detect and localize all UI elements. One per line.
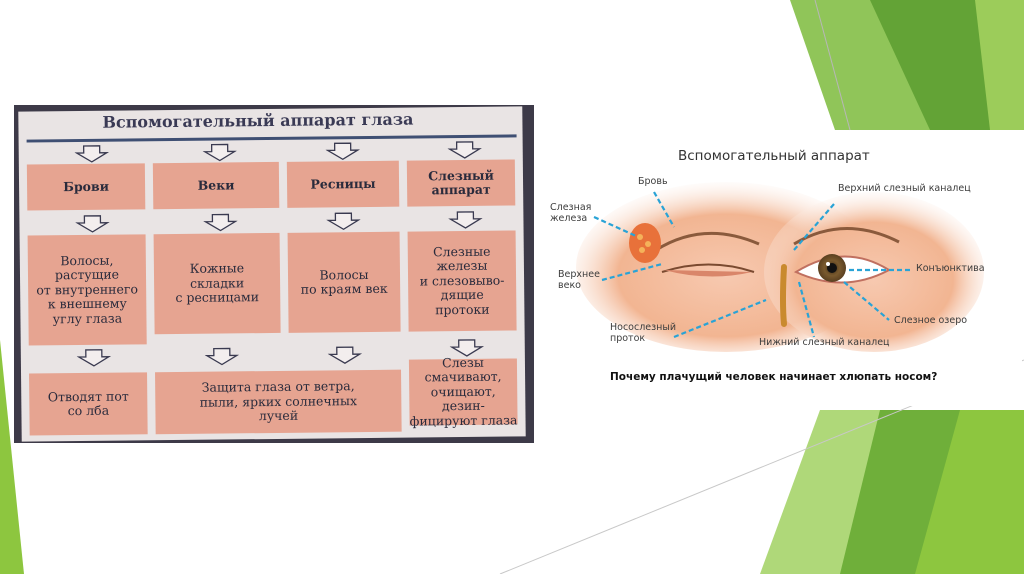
label-tear-lake: Слезное озеро xyxy=(894,315,968,326)
result-cell-lids-lashes: Защита глаза от ветра, пыли, ярких солне… xyxy=(155,369,402,435)
result-cell-lacrimal: Слезы смачивают, очищают, дезин- фицирую… xyxy=(408,354,518,429)
result-cell-brows: Отводят пот со лба xyxy=(29,372,148,436)
desc-cell-lids: Кожные складки с ресницами xyxy=(153,232,281,335)
textbook-table-photo: Вспомогательный аппарат глаза Брови Веки… xyxy=(14,105,534,443)
label-brow: Бровь xyxy=(638,176,668,187)
desc-cell-lacrimal: Слезные железы и слезовыво- дящие проток… xyxy=(407,230,517,332)
header-cell-lacrimal: Слезный аппарат xyxy=(406,159,516,207)
label-lower-canal: Нижний слезный каналец xyxy=(759,337,890,348)
label-tear-gland: Слезная железа xyxy=(550,202,592,225)
table-title: Вспомогательный аппарат глаза xyxy=(102,109,414,132)
eye-diagram: Вспомогательный аппарат xyxy=(544,132,1022,406)
textbook-page: Вспомогательный аппарат глаза Брови Веки… xyxy=(18,106,526,442)
desc-cell-lashes: Волосы по краям век xyxy=(287,231,401,333)
label-upper-canal: Верхний слезный каналец xyxy=(838,183,971,194)
header-cell-brows: Брови xyxy=(26,163,146,211)
title-rule xyxy=(26,134,517,143)
label-upper-lid: Верхнее веко xyxy=(558,269,600,292)
label-conjunctiva: Конъюнктива xyxy=(916,263,985,274)
tear-gland-icon xyxy=(629,223,661,263)
desc-cell-brows: Волосы, растущие от внутреннего к внешне… xyxy=(27,234,147,346)
header-cell-lids: Веки xyxy=(152,161,280,210)
diagram-title: Вспомогательный аппарат xyxy=(678,148,870,164)
header-cell-lashes: Ресницы xyxy=(286,160,400,208)
label-nasolacrimal-duct: Носослезный проток xyxy=(610,322,677,345)
diagram-question: Почему плачущий человек начинает хлюпать… xyxy=(610,371,938,383)
eye-illustration xyxy=(576,182,984,352)
